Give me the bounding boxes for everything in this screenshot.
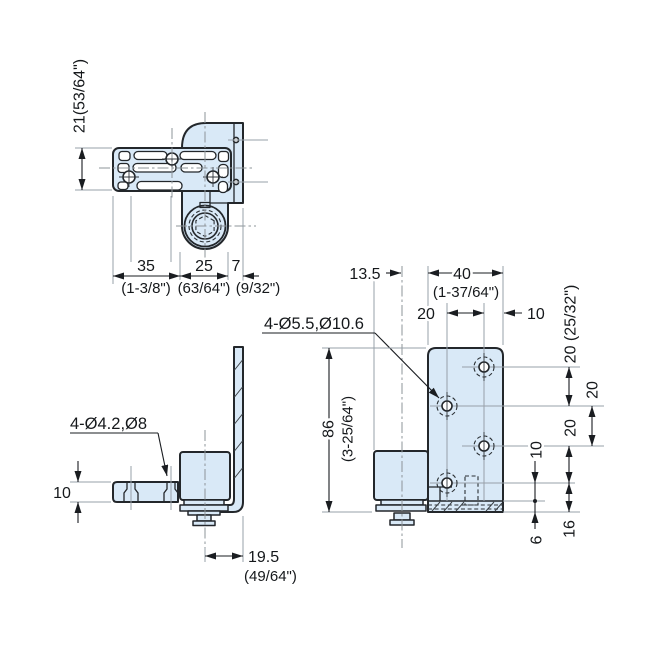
dim-label-40: 40 [453, 266, 471, 283]
slot [136, 180, 183, 191]
callout-leader [157, 432, 169, 477]
slot [217, 180, 229, 194]
screw-hole-crosshair [119, 167, 139, 187]
dim-label-35-inch: (1-3/8") [121, 280, 171, 297]
arm-side [112, 481, 179, 503]
foot-hatch [431, 501, 503, 512]
dim-label-7-inch: (9/32") [236, 280, 281, 297]
dim-label-35: 35 [137, 258, 155, 275]
washer [375, 504, 427, 512]
screw-hole-crosshair [203, 167, 223, 187]
dim-label-19-5-inch: (49/64") [244, 568, 297, 585]
nut-flange [192, 520, 216, 527]
dim-label-25-inch: (63/64") [178, 280, 231, 297]
dim-label-7: 7 [232, 258, 241, 275]
dim-label-25: 25 [195, 258, 213, 275]
slot [217, 150, 230, 163]
dim-label-86-inch: (3-25/64") [339, 396, 356, 462]
dim-label-row2: 20 [585, 381, 602, 399]
nut [196, 514, 212, 522]
slot [118, 150, 131, 162]
hole-callout-front: 4-Ø5.5,Ø10.6 [264, 315, 364, 333]
hinge-block-front [373, 450, 429, 501]
dim-label-20-col: 20 [417, 306, 435, 323]
dim-label-16: 16 [562, 520, 579, 538]
slot [217, 163, 229, 179]
slot [133, 150, 168, 161]
counterbore-section [123, 482, 139, 502]
front-view: 13.5 40 (1-37/64") 20 10 4-Ø5.5,Ø10.6 86… [262, 264, 604, 548]
slot [117, 181, 129, 191]
dim-label-6: 6 [529, 535, 546, 544]
dim-label-10-edge: 10 [527, 306, 545, 323]
slot [179, 150, 217, 161]
dim-label-row1: 20 (25/32") [563, 285, 580, 364]
mounting-holes [436, 353, 495, 497]
section-hatch [234, 359, 243, 479]
dim-label-arm-thickness: 10 [53, 485, 71, 502]
dim-label-40-inch: (1-37/64") [433, 284, 499, 301]
washer [179, 504, 229, 512]
wall-plate-side [220, 346, 244, 513]
dim-label-plate-height: 21(53/64") [72, 59, 89, 133]
dim-label-19-5: 19.5 [248, 549, 279, 566]
dim-label-row4: 10 [529, 441, 546, 459]
dim-label-86: 86 [321, 420, 338, 438]
side-view: 10 4-Ø4.2,Ø8 19.5 (49/64") [51, 346, 299, 588]
callout-leader [374, 332, 440, 399]
hole-callout-side: 4-Ø4.2,Ø8 [70, 415, 147, 433]
counterbore-section [163, 482, 179, 502]
hidden-slot [464, 475, 479, 506]
top-view: 21(53/64") 35 (1-3/8") 25 (63/64") 7 (9/… [69, 56, 283, 510]
dim-label-row3: 20 [563, 419, 580, 437]
hidden-washer-lines [428, 504, 503, 510]
dim-label-13-5: 13.5 [349, 266, 380, 283]
